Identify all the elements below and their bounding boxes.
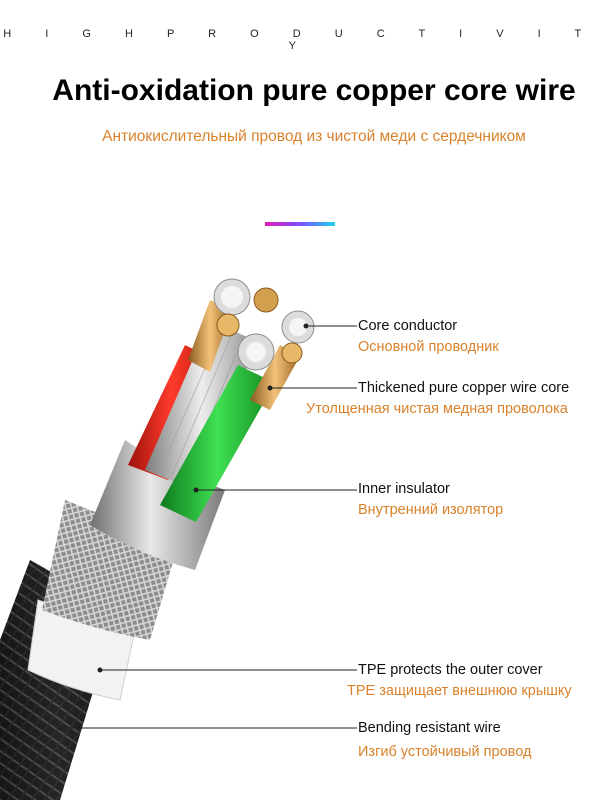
callout-label-ru: Основной проводник <box>358 339 499 355</box>
conductor-end-copper-2 <box>216 313 240 337</box>
callout-label-ru: Утолщенная чистая медная проволока <box>306 401 568 417</box>
page-subtitle: Антиокислительный провод из чистой меди … <box>102 128 526 145</box>
callout-label-en: Inner insulator <box>358 481 450 497</box>
callout-bending-wire: Bending resistant wire Изгиб устойчивый … <box>358 720 531 760</box>
callout-core-conductor: Core conductor Основной проводник <box>358 318 499 355</box>
callout-label-en: Bending resistant wire <box>358 720 501 736</box>
callout-tpe-cover: TPE protects the outer cover TPE защищае… <box>347 662 572 699</box>
callout-label-en: Core conductor <box>358 318 458 334</box>
callout-label-ru: Изгиб устойчивый провод <box>358 744 532 760</box>
page-title: Anti-oxidation pure copper core wire <box>52 74 576 107</box>
callout-label-ru: TPE защищает внешнюю крышку <box>347 683 572 699</box>
conductor-end-copper-3 <box>281 342 303 364</box>
callout-label-en: Thickened pure copper wire core <box>358 380 570 396</box>
callout-label-ru: Внутренний изолятор <box>358 502 504 518</box>
cable-cross-section-illustration <box>0 278 357 800</box>
callout-copper-core: Thickened pure copper wire core Утолщенн… <box>306 380 570 417</box>
green-wire <box>160 365 275 522</box>
silver-sleeve <box>90 440 225 570</box>
callout-label-en: TPE protects the outer cover <box>358 662 543 678</box>
callout-inner-insulator: Inner insulator Внутренний изолятор <box>358 481 503 518</box>
conductor-end-copper-1 <box>253 287 279 313</box>
header-tagline: H I G H P R O D U C T I V I T Y <box>3 28 597 52</box>
gradient-accent-bar <box>265 222 335 226</box>
